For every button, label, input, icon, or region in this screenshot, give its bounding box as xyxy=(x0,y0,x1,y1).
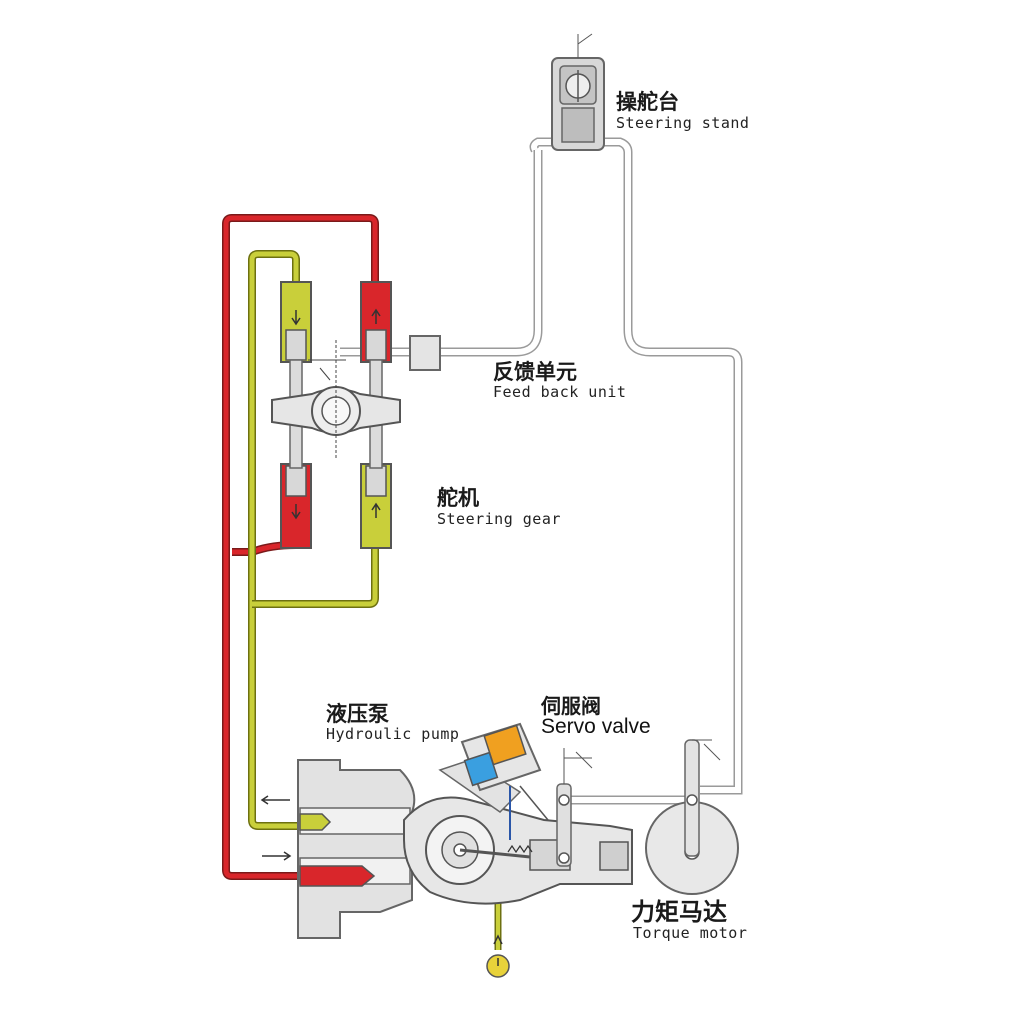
linkage-tubes xyxy=(340,137,743,805)
servo-valve-label-zh: 伺服阀 xyxy=(541,694,601,718)
steering-gear-label-en: Steering gear xyxy=(437,510,561,528)
steering-gear-device xyxy=(271,281,401,549)
feedback-unit-label-en: Feed back unit xyxy=(493,383,627,401)
steering-stand-device xyxy=(551,33,605,151)
hydraulic-pump-label-en: Hydroulic pump xyxy=(326,725,460,743)
steering-gear-label-zh: 舵机 xyxy=(437,486,479,510)
feedback-unit-label-zh: 反馈单元 xyxy=(493,360,577,384)
servo-valve-device xyxy=(460,722,549,840)
hydraulic-pump-device xyxy=(260,759,633,939)
hydraulic-pump-label-zh: 液压泵 xyxy=(326,702,389,726)
torque-motor-device xyxy=(645,739,739,895)
servo-valve-label-en: Servo valve xyxy=(541,715,651,738)
servo-lever xyxy=(556,748,593,867)
feedback-unit-device xyxy=(409,335,441,371)
torque-motor-label-en: Torque motor xyxy=(633,924,748,942)
pressure-gauge-icon xyxy=(486,934,510,978)
steering-stand-label-zh: 操舵台 xyxy=(616,90,679,114)
steering-stand-label-en: Steering stand xyxy=(616,114,750,132)
torque-motor-label-zh: 力矩马达 xyxy=(631,898,727,926)
